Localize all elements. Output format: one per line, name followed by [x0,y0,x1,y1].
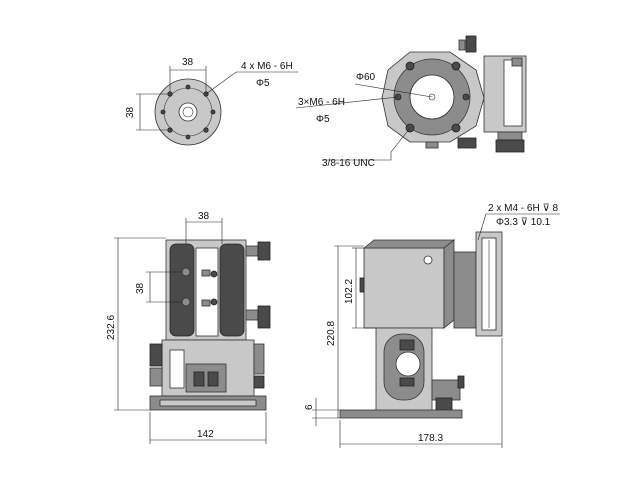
flange-view: 38 38 4 x M6 - 6H Φ5 [125,57,298,146]
front-height-232-6: 232.6 [106,315,117,340]
phi3-3-drill-note: Φ3.3 ⊽ 10.1 [496,217,551,228]
front-mid-38: 38 [135,282,146,294]
side-view: 102.2 220.8 6 178.3 2 x M4 - 6H ⊽ 8 Φ3.3… [304,203,560,448]
front-view: 38 38 232.6 142 [106,211,271,444]
front-base-142: 142 [197,429,214,440]
side-base [339,409,463,419]
phi5-top: Φ5 [256,78,270,89]
m4-thread-note: 2 x M4 - 6H ⊽ 8 [488,203,559,214]
front-width-38: 38 [198,211,210,222]
flange-height-38: 38 [125,106,136,118]
side-height-102-2: 102.2 [344,279,355,304]
side-width-178-3: 178.3 [418,433,443,444]
side-height-220-8: 220.8 [326,321,337,346]
phi60-label: Φ60 [356,72,376,83]
thread-3x-m6: 3×M6 - 6H [298,97,345,108]
phi5-mid: Φ5 [316,114,330,125]
side-flange [453,251,477,329]
top-view: Φ60 3×M6 - 6H Φ5 3/8-16 UNC [295,35,527,169]
unc-thread-label: 3/8-16 UNC [322,158,375,169]
flange-width-38: 38 [182,57,194,68]
thread-4x-m6: 4 x M6 - 6H [241,61,293,72]
side-base-thk-6: 6 [304,404,315,410]
flange-bore [178,102,198,122]
